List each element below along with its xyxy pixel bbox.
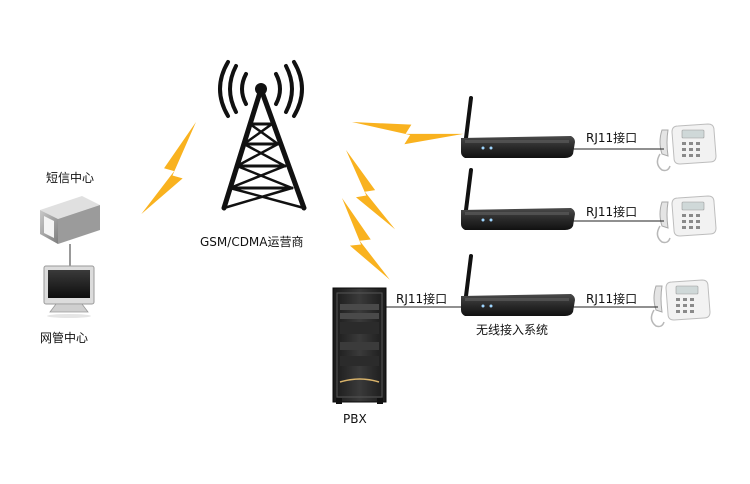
lightning-bolt-icon [352, 85, 464, 171]
lightning-bolt-icon [315, 198, 417, 280]
pbx-label: PBX [343, 412, 367, 426]
router-icon [459, 168, 577, 232]
telephone-icon [656, 195, 717, 244]
operator-label: GSM/CDMA运营商 [200, 234, 304, 249]
network-mgmt-center-label: 网管中心 [40, 330, 88, 345]
router-icon [459, 96, 577, 160]
pbx-rack-icon [332, 287, 387, 404]
telephone-icon [650, 279, 711, 328]
sms-center-server-icon [40, 196, 100, 244]
rj11-pbx-label: RJ11接口 [396, 291, 447, 306]
sms-center-label: 短信中心 [46, 170, 94, 185]
rj11-label: RJ11接口 [586, 204, 637, 219]
rj11-label: RJ11接口 [586, 291, 637, 306]
cell-tower-icon [218, 60, 307, 211]
telephone-icon [656, 123, 717, 172]
lightning-bolt-icon [122, 122, 215, 215]
wireless-access-system-label: 无线接入系统 [476, 322, 548, 337]
lightning-bolt-icon [323, 150, 418, 230]
rj11-label: RJ11接口 [586, 130, 637, 145]
management-monitor-icon [43, 265, 95, 318]
router-icon [459, 254, 577, 318]
